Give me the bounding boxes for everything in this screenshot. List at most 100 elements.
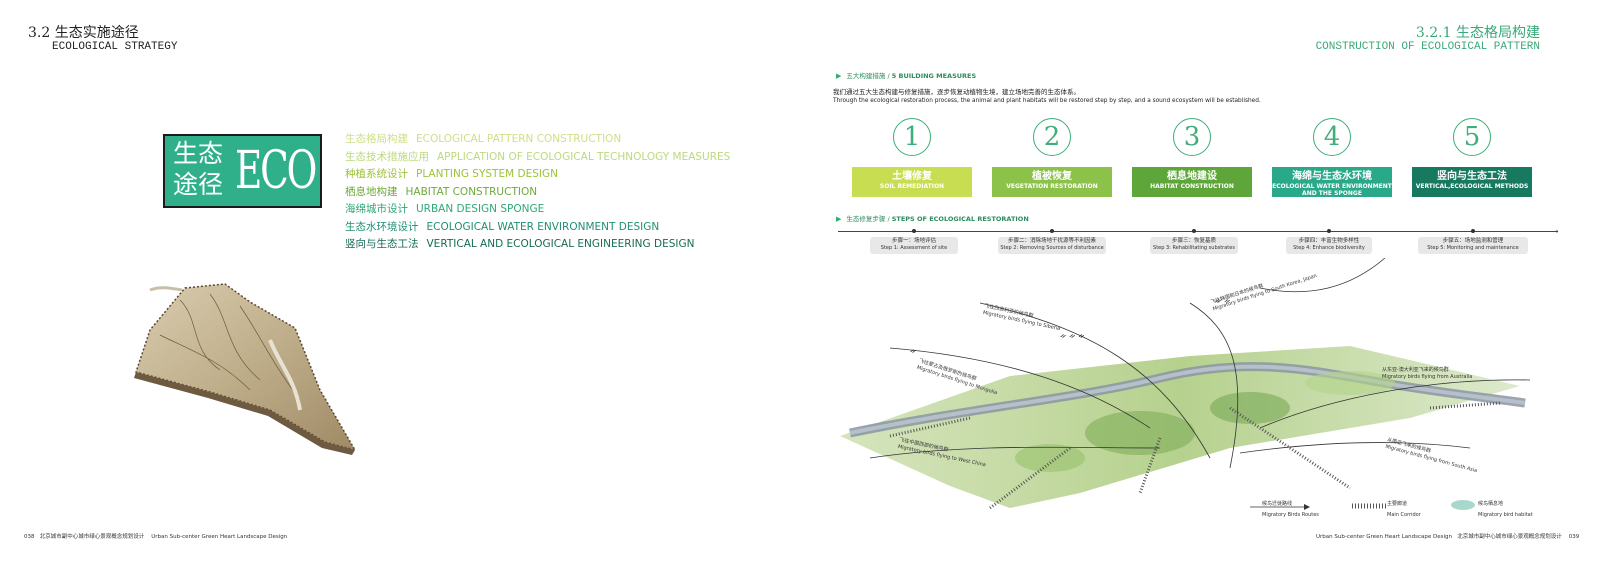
eco-block: 生态 途径 ECO bbox=[163, 134, 322, 208]
step-cn: 步骤一：场地评估 bbox=[891, 238, 936, 244]
step-cn: 步骤二：消除场地干扰源等不利因素 bbox=[1007, 238, 1096, 244]
strategy-item-en: PLANTING SYSTEM DESIGN bbox=[416, 168, 558, 180]
right-page-title-en: CONSTRUCTION OF ECOLOGICAL PATTERN bbox=[1315, 41, 1540, 53]
measure-number-circle: 1 bbox=[893, 118, 931, 156]
section2-cn: 生态修复步骤 bbox=[846, 215, 886, 223]
left-footer-cn: 北京城市副中心城市绿心景观概念规划设计 bbox=[39, 534, 145, 540]
measure-cn: 土壤修复 bbox=[892, 171, 932, 182]
measure-cn: 栖息地建设 bbox=[1167, 171, 1217, 182]
legend-corridor-en: Main Corridor bbox=[1387, 512, 1421, 518]
description-en: Through the ecological restoration proce… bbox=[833, 98, 1261, 104]
left-footer-en: Urban Sub-center Green Heart Landscape D… bbox=[151, 534, 288, 540]
strategy-item-en: VERTICAL AND ECOLOGICAL ENGINEERING DESI… bbox=[426, 238, 695, 250]
measure-number-circle: 3 bbox=[1173, 118, 1211, 156]
legend-routes-cn: 候鸟迁徙路线 bbox=[1262, 501, 1293, 507]
strategy-item-en: ECOLOGICAL WATER ENVIRONMENT DESIGN bbox=[426, 220, 660, 233]
measure-cn: 竖向与生态工法 bbox=[1437, 171, 1507, 182]
strategy-list-item: 生态格局构建 ECOLOGICAL PATTERN CONSTRUCTION bbox=[345, 131, 730, 149]
strategy-item-en: HABITAT CONSTRUCTION bbox=[405, 185, 538, 198]
legend-corridor-cn: 主要廊道 bbox=[1387, 501, 1408, 507]
strategy-item-en: ECOLOGICAL PATTERN CONSTRUCTION bbox=[416, 133, 622, 145]
arrow-right-icon: ➝ bbox=[1552, 227, 1559, 236]
strategy-item-cn: 生态水环境设计 bbox=[345, 220, 419, 233]
section1-cn: 五大构建措施 bbox=[846, 72, 886, 80]
timeline-dot bbox=[1471, 229, 1475, 233]
route-legend-line-icon bbox=[1250, 504, 1310, 510]
section2-en: STEPS OF ECOLOGICAL RESTORATION bbox=[891, 215, 1029, 223]
step-cn: 步骤五：场地监测和管理 bbox=[1442, 238, 1504, 244]
strategy-list: 生态格局构建 ECOLOGICAL PATTERN CONSTRUCTION 生态技… bbox=[345, 131, 730, 254]
svg-text:ᨀ ᨀ ᨀ: ᨀ ᨀ ᨀ bbox=[1060, 331, 1085, 340]
measure-en: VERTICAL,ECOLOGICAL METHODS bbox=[1415, 183, 1529, 190]
measure-cn: 海绵与生态水环境 bbox=[1292, 171, 1372, 182]
strategy-item-en: APPLICATION OF ECOLOGICAL TECHNOLOGY MEA… bbox=[437, 150, 731, 163]
section-restoration-steps: ▶生态修复步骤 / STEPS OF ECOLOGICAL RESTORATIO… bbox=[836, 215, 1029, 223]
timeline-dot bbox=[1192, 229, 1196, 233]
left-page-title-cn: 3.2 生态实施途径 bbox=[28, 25, 139, 41]
strategy-item-en: URBAN DESIGN SPONGE bbox=[416, 203, 545, 215]
step-en: Step 4: Enhance biodiversity bbox=[1293, 245, 1365, 251]
terrain-model-illustration bbox=[134, 283, 357, 455]
play-arrow-icon: ▶ bbox=[836, 72, 842, 80]
strategy-list-item: 种植系统设计 PLANTING SYSTEM DESIGN bbox=[345, 166, 730, 184]
habitat-legend-icon bbox=[1451, 500, 1475, 510]
measure-en: HABITAT CONSTRUCTION bbox=[1150, 183, 1234, 190]
step-en: Step 1: Assessment of site bbox=[880, 245, 948, 251]
right-page-number: 039 bbox=[1568, 534, 1580, 540]
legend-habitat-en: Migratory bird habitat bbox=[1478, 512, 1533, 518]
description-cn: 我们通过五大生态构建与修复措施，逐步恢复动植物生境，建立场地完善的生态体系。 bbox=[833, 88, 1080, 96]
bird-route-label-en: Migratory birds flying from Australia bbox=[1382, 374, 1473, 380]
timeline-dot bbox=[1327, 229, 1331, 233]
strategy-item-cn: 生态格局构建 bbox=[345, 133, 408, 145]
strategy-list-item: 生态水环境设计 ECOLOGICAL WATER ENVIRONMENT DESI… bbox=[345, 219, 730, 237]
measure-cn: 植被恢复 bbox=[1032, 171, 1072, 182]
play-arrow-icon: ▶ bbox=[836, 215, 842, 223]
left-footer: 038 北京城市副中心城市绿心景观概念规划设计 Urban Sub-center… bbox=[24, 532, 287, 540]
timeline-dot bbox=[912, 229, 916, 233]
step-en: Step 2: Removing Sources of disturbance bbox=[1000, 245, 1104, 251]
eco-block-cn: 生态 途径 bbox=[173, 138, 233, 200]
right-footer-en: Urban Sub-center Green Heart Landscape D… bbox=[1316, 534, 1453, 540]
eco-cn-line2: 途径 bbox=[173, 170, 224, 199]
legend-routes-en: Migratory Birds Routes bbox=[1262, 512, 1319, 518]
right-page-title-cn: 3.2.1 生态格局构建 bbox=[1415, 25, 1540, 41]
right-footer-cn: 北京城市副中心城市绿心景观概念规划设计 bbox=[1457, 534, 1562, 540]
strategy-item-cn: 种植系统设计 bbox=[345, 168, 408, 180]
strategy-item-cn: 海绵城市设计 bbox=[345, 203, 408, 215]
left-page-number: 038 bbox=[24, 534, 35, 540]
measure-en: VEGETATION RESTORATION bbox=[1006, 183, 1098, 190]
steps-timeline bbox=[838, 231, 1558, 232]
legend-habitat-cn: 候鸟栖息地 bbox=[1478, 501, 1504, 507]
measure-number-circle: 4 bbox=[1313, 118, 1351, 156]
measure-number-circle: 2 bbox=[1033, 118, 1071, 156]
measure-en: ECOLOGICAL WATER ENVIRONMENT AND THE SPO… bbox=[1272, 183, 1392, 204]
svg-text:ᨀ: ᨀ bbox=[910, 346, 917, 355]
section1-en: 5 BUILDING MEASURES bbox=[891, 72, 977, 80]
left-page-title-en: ECOLOGICAL STRATEGY bbox=[52, 41, 178, 53]
bird-route-label-cn: 从东亚-澳大利亚飞来的候鸟群 bbox=[1382, 367, 1449, 373]
map-legend bbox=[1250, 498, 1550, 528]
step-cn: 步骤三：恢复基质 bbox=[1171, 238, 1216, 244]
legend-item-corridor: 主要廊道 Main Corridor bbox=[1387, 500, 1421, 519]
timeline-dot bbox=[1050, 229, 1054, 233]
step-en: Step 3: Rehabilitating substrates bbox=[1153, 245, 1235, 251]
step-en: Step 5: Monitoring and maintenance bbox=[1427, 245, 1519, 251]
measure-number-circle: 5 bbox=[1453, 118, 1491, 156]
legend-item-habitat: 候鸟栖息地 Migratory bird habitat bbox=[1478, 500, 1533, 519]
strategy-list-item: 海绵城市设计 URBAN DESIGN SPONGE bbox=[345, 201, 730, 219]
right-footer: Urban Sub-center Green Heart Landscape D… bbox=[1316, 532, 1579, 540]
measure-en: SOIL REMEDIATION bbox=[879, 183, 945, 190]
